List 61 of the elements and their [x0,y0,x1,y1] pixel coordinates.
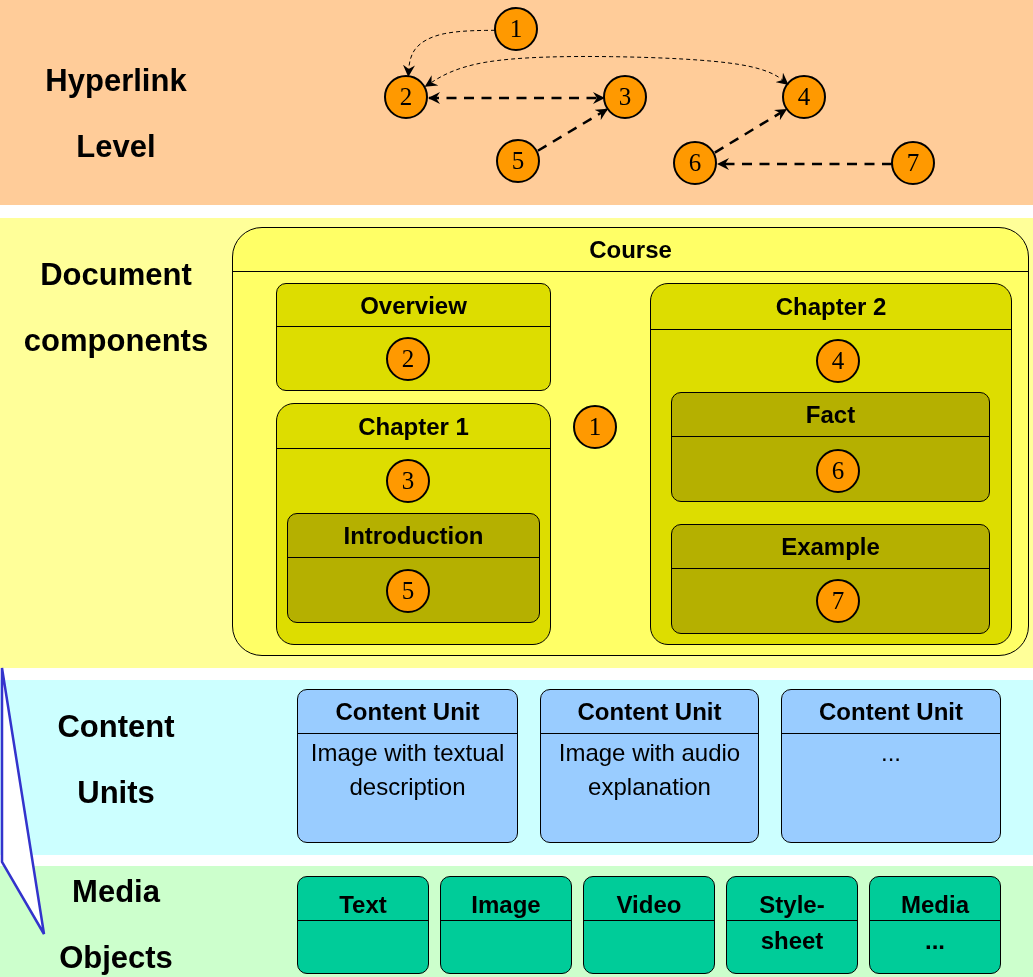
content-description: ... [880,738,902,768]
media-object-box [869,876,1001,974]
layer-label: Hyperlink Level [45,62,187,166]
numbered-circle: 5 [386,569,430,613]
hyperlink-arrow [717,158,892,170]
numbered-circle: 4 [816,339,860,383]
component-title: Content Unit [782,690,1000,734]
layer-label: Document components [23,256,209,360]
numbered-circle: 3 [603,75,647,119]
component-title: Chapter 2 [651,284,1011,330]
component-box [276,283,551,391]
layer-band [0,218,1033,668]
hyperlink-arrow [424,56,789,87]
numbered-circle: 1 [573,405,617,449]
hyperlink-arrow [428,92,605,104]
component-title: Content Unit [298,690,517,734]
numbered-circle: 3 [386,459,430,503]
numbered-circle: 2 [386,337,430,381]
numbered-circle: 6 [673,141,717,185]
media-object-box [726,876,858,974]
layer-band [0,680,1033,855]
component-box [232,227,1029,656]
component-title: Fact [672,393,989,437]
component-title: Chapter 1 [277,404,550,449]
component-box [671,392,990,502]
media-type-label: Text [339,890,387,920]
component-box [781,689,1001,843]
hyperlink-arrow [714,108,788,154]
media-object-box [440,876,572,974]
hyperlink-arrow [403,29,496,78]
layer-band [0,866,1033,977]
component-box [297,689,518,843]
component-title: Course [233,228,1028,272]
numbered-circle: 7 [816,579,860,623]
layer-label: Media Objects [59,873,173,977]
component-box [540,689,759,843]
content-description: Image with audio explanation [557,738,742,802]
component-box [650,283,1012,645]
numbered-circle: 1 [494,7,538,51]
media-type-label: Image [471,890,541,920]
component-title: Overview [277,284,550,327]
media-type-label: Video [616,890,682,920]
component-box [287,513,540,623]
numbered-circle: 2 [384,75,428,119]
layer-label: Content Units [57,708,175,812]
media-type-label: Media ... [901,890,969,956]
numbered-circle: 5 [496,139,540,183]
hyperlink-arrow [537,108,608,152]
numbered-circle: 4 [782,75,826,119]
content-description: Image with textual description [309,738,506,802]
component-title: Introduction [288,514,539,558]
media-object-box [583,876,715,974]
component-title: Example [672,525,989,569]
numbered-circle: 7 [891,141,935,185]
media-type-label: Style-sheet [759,890,825,956]
component-box [276,403,551,645]
component-box [671,524,990,634]
layer-band [0,0,1033,205]
numbered-circle: 6 [816,449,860,493]
component-title: Content Unit [541,690,758,734]
media-object-box [297,876,429,974]
